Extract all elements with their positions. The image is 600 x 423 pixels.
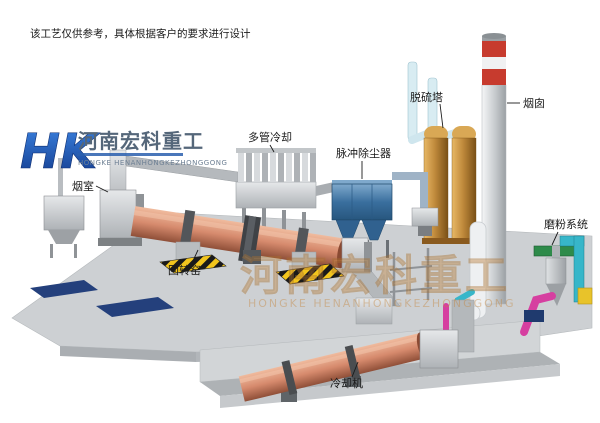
grinding-system-shape — [443, 235, 593, 336]
kiln-hood-shape — [341, 237, 433, 325]
chimney-shape — [481, 33, 507, 305]
label-smoke-chamber: 烟室 — [72, 179, 94, 193]
rotary-kiln-shape — [130, 206, 348, 285]
disclaimer-text: 该工艺仅供参考，具体根据客户的要求进行设计 — [30, 27, 251, 40]
label-grinding-system: 磨粉系统 — [544, 218, 588, 231]
logo-company-cn: 河南宏科重工 — [78, 129, 204, 153]
label-multi-tube-cooler: 多管冷却 — [248, 130, 292, 144]
cooling-machine-shape — [238, 299, 475, 402]
watermark-text: 河南宏科重工 HONGKE HENANHONGKEZHONGGONG — [240, 251, 516, 310]
id-fan-duct — [392, 172, 439, 236]
logo-underline — [77, 153, 183, 156]
foundation-pads — [30, 280, 174, 317]
pulse-dust-collector-shape — [331, 180, 393, 258]
bag-filter-shape — [43, 158, 85, 258]
watermark-en: HONGKE HENANHONGKEZHONGGONG — [248, 297, 516, 310]
label-pulse-dust-collector: 脉冲除尘器 — [336, 146, 391, 160]
multi-tube-cooler-shape — [125, 148, 334, 238]
watermark-cn: 河南宏科重工 — [240, 251, 510, 300]
callout-labels: 烟室 多管冷却 脉冲除尘器 脱硫塔 烟囱 磨粉系统 回转窑 冷却机 — [72, 90, 588, 390]
logo-company-en: HONGKE HENANHONGKEZHONGGONG — [78, 159, 227, 167]
label-desulfurization-tower: 脱硫塔 — [410, 90, 443, 104]
company-logo: HK 河南宏科重工 HONGKE HENANHONGKEZHONGGONG — [20, 124, 227, 181]
label-cooling-machine: 冷却机 — [330, 376, 363, 390]
label-rotary-kiln: 回转窑 — [168, 263, 201, 277]
logo-monogram: HK — [20, 124, 101, 180]
label-chimney: 烟囱 — [523, 96, 545, 110]
desulfurization-towers — [407, 61, 478, 244]
